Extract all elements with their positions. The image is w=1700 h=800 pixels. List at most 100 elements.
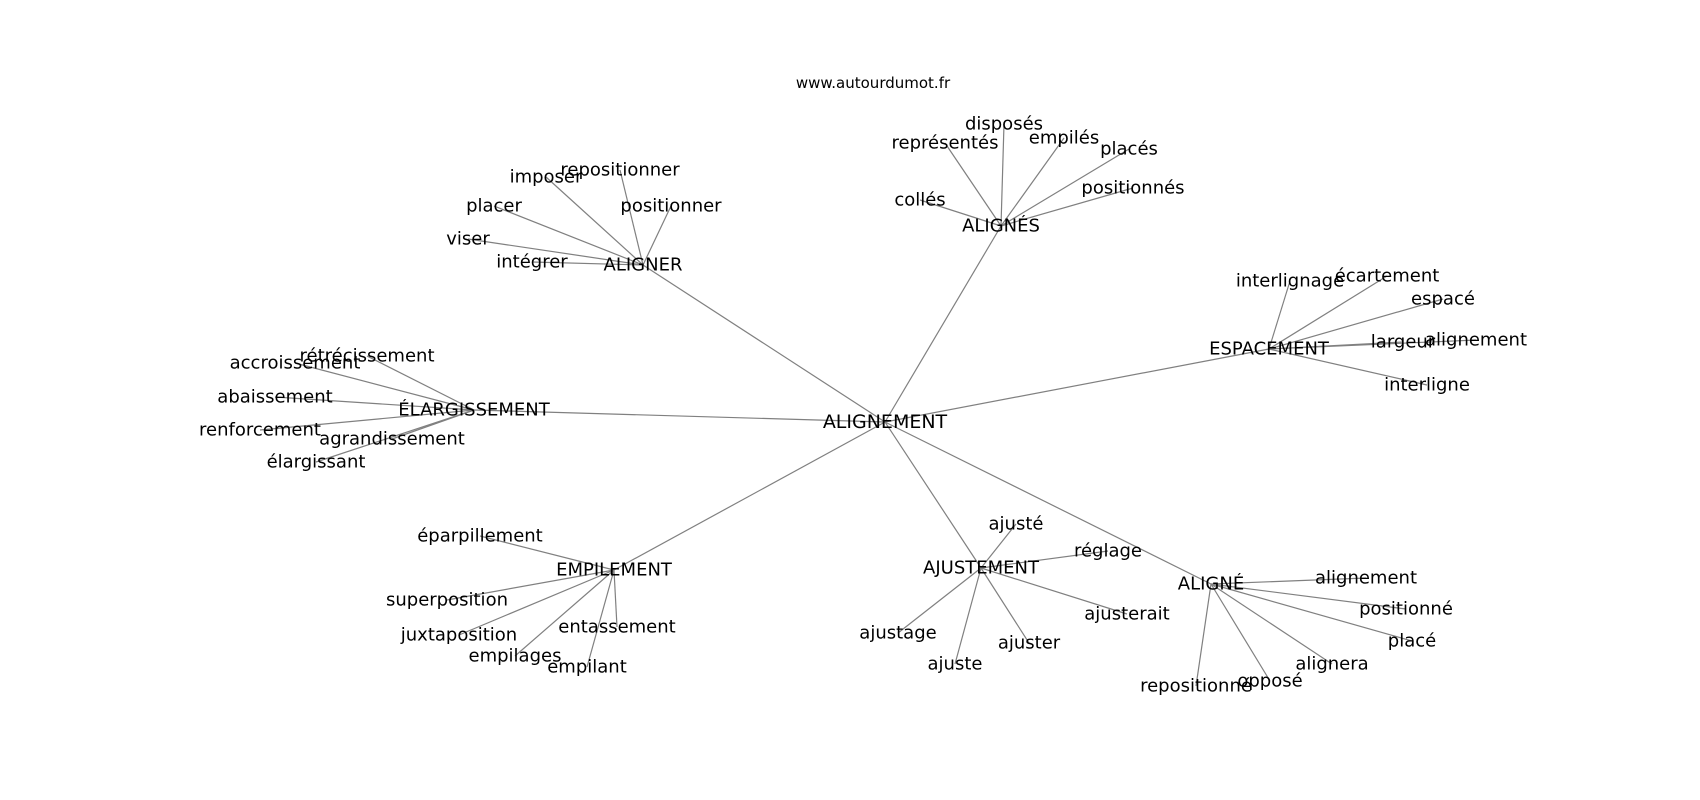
word-node-label: placer	[466, 196, 522, 217]
word-node-label: ajustage	[859, 623, 936, 644]
word-node-label: largeur	[1371, 332, 1436, 353]
cluster-node-label: ÉLARGISSEMENT	[398, 399, 550, 421]
edge-cluster-to-word	[1210, 577, 1367, 585]
edge-cluster-to-word	[1268, 275, 1388, 350]
word-node-label: positionner	[620, 196, 722, 217]
edge-center-to-cluster	[884, 225, 1002, 423]
edge-cluster-to-word	[274, 396, 475, 411]
center-node-label: ALIGNEMENT	[823, 411, 948, 433]
word-node-label: espacé	[1411, 289, 1475, 310]
edge-cluster-to-word	[531, 261, 644, 266]
word-node-label: empilant	[547, 657, 627, 678]
word-node-label: accroissement	[230, 353, 361, 374]
edge-cluster-to-word	[1210, 583, 1407, 610]
edge-cluster-to-word	[586, 569, 615, 668]
word-node-label: interlignage	[1236, 271, 1344, 292]
edge-cluster-to-word	[514, 569, 615, 657]
word-node-label: alignement	[1315, 568, 1417, 589]
edge-cluster-to-word	[446, 569, 615, 601]
edge-cluster-to-word	[642, 205, 672, 266]
edge-cluster-to-word	[944, 142, 1002, 227]
word-node-label: imposer	[510, 167, 583, 188]
word-node-label: ajuster	[998, 633, 1061, 654]
word-node-label: alignement	[1425, 330, 1527, 351]
edge-cluster-to-word	[545, 176, 644, 266]
word-node-label: rétrécissement	[299, 346, 434, 367]
edge-cluster-to-word	[919, 199, 1002, 227]
edge-cluster-to-word	[897, 567, 982, 634]
edge-cluster-to-word	[1210, 583, 1271, 682]
graph-edges	[259, 123, 1477, 687]
word-node-label: viser	[446, 229, 490, 250]
word-node-label: alignera	[1295, 654, 1368, 675]
word-node-label: réglage	[1074, 541, 1142, 562]
edge-cluster-to-word	[980, 523, 1017, 569]
edge-cluster-to-word	[467, 238, 644, 266]
edge-cluster-to-word	[980, 567, 1030, 644]
edge-cluster-to-word	[619, 169, 644, 266]
edge-cluster-to-word	[1268, 280, 1291, 350]
word-node-label: placés	[1100, 139, 1158, 160]
word-node-label: empilages	[469, 646, 562, 667]
word-node-label: positionné	[1359, 599, 1453, 620]
word-node-label: empilés	[1029, 128, 1100, 149]
edge-center-to-cluster	[884, 421, 1212, 585]
word-node-label: agrandissement	[319, 429, 465, 450]
edge-cluster-to-word	[1268, 348, 1428, 386]
edge-center-to-cluster	[473, 409, 886, 423]
word-node-label: superposition	[386, 590, 508, 611]
word-node-label: représentés	[892, 133, 999, 154]
edge-cluster-to-word	[479, 535, 615, 571]
edge-cluster-to-word	[1000, 123, 1005, 227]
word-node-label: interligne	[1384, 375, 1470, 396]
word-node-label: entassement	[558, 617, 675, 638]
word-node-label: repositionner	[560, 160, 680, 181]
edge-center-to-cluster	[613, 421, 886, 571]
word-node-label: positionnés	[1081, 178, 1184, 199]
word-node-label: ajusté	[989, 514, 1044, 535]
edge-center-to-cluster	[884, 348, 1270, 423]
word-node-label: élargissant	[267, 452, 366, 473]
word-node-label: disposés	[965, 114, 1043, 135]
word-node-label: juxtaposition	[400, 625, 517, 646]
edge-cluster-to-word	[1000, 148, 1130, 227]
edge-cluster-to-word	[315, 409, 475, 463]
edge-cluster-to-word	[1210, 583, 1413, 642]
word-node-label: opposé	[1237, 671, 1302, 692]
cluster-node-label: ESPACEMENT	[1209, 339, 1330, 360]
edge-cluster-to-word	[259, 409, 475, 431]
edge-center-to-cluster	[642, 264, 886, 423]
edge-cluster-to-word	[613, 569, 618, 628]
edge-cluster-to-word	[493, 205, 644, 266]
edge-cluster-to-word	[1195, 583, 1212, 687]
edge-cluster-to-word	[1000, 187, 1134, 227]
edge-cluster-to-word	[294, 362, 475, 411]
word-node-label: ajusterait	[1084, 604, 1169, 625]
word-node-label: abaissement	[217, 387, 332, 408]
edge-cluster-to-word	[1210, 583, 1333, 665]
cluster-node-label: ALIGNER	[604, 255, 683, 276]
cluster-node-label: AJUSTEMENT	[923, 558, 1040, 579]
word-node-label: collés	[894, 190, 945, 211]
word-node-label: repositionné	[1140, 676, 1252, 697]
word-node-label: intégrer	[496, 252, 568, 273]
cluster-node-label: ALIGNÉS	[962, 215, 1040, 237]
edge-cluster-to-word	[366, 355, 475, 411]
edge-cluster-to-word	[1268, 298, 1444, 350]
word-node-label: ajuste	[928, 654, 983, 675]
word-node-label: renforcement	[199, 420, 321, 441]
edge-center-to-cluster	[884, 421, 982, 569]
word-node-label: écartement	[1335, 266, 1440, 287]
source-watermark: www.autourdumot.fr	[796, 74, 951, 92]
edge-cluster-to-word	[980, 550, 1109, 569]
edge-cluster-to-word	[1000, 137, 1065, 227]
cluster-node-label: ALIGNÉ	[1178, 573, 1244, 595]
edge-cluster-to-word	[980, 567, 1128, 615]
cluster-node-label: EMPILEMENT	[556, 560, 673, 581]
word-node-label: placé	[1388, 631, 1436, 652]
edge-cluster-to-word	[458, 569, 615, 636]
word-node-label: éparpillement	[417, 526, 543, 547]
edge-cluster-to-word	[1268, 339, 1477, 350]
